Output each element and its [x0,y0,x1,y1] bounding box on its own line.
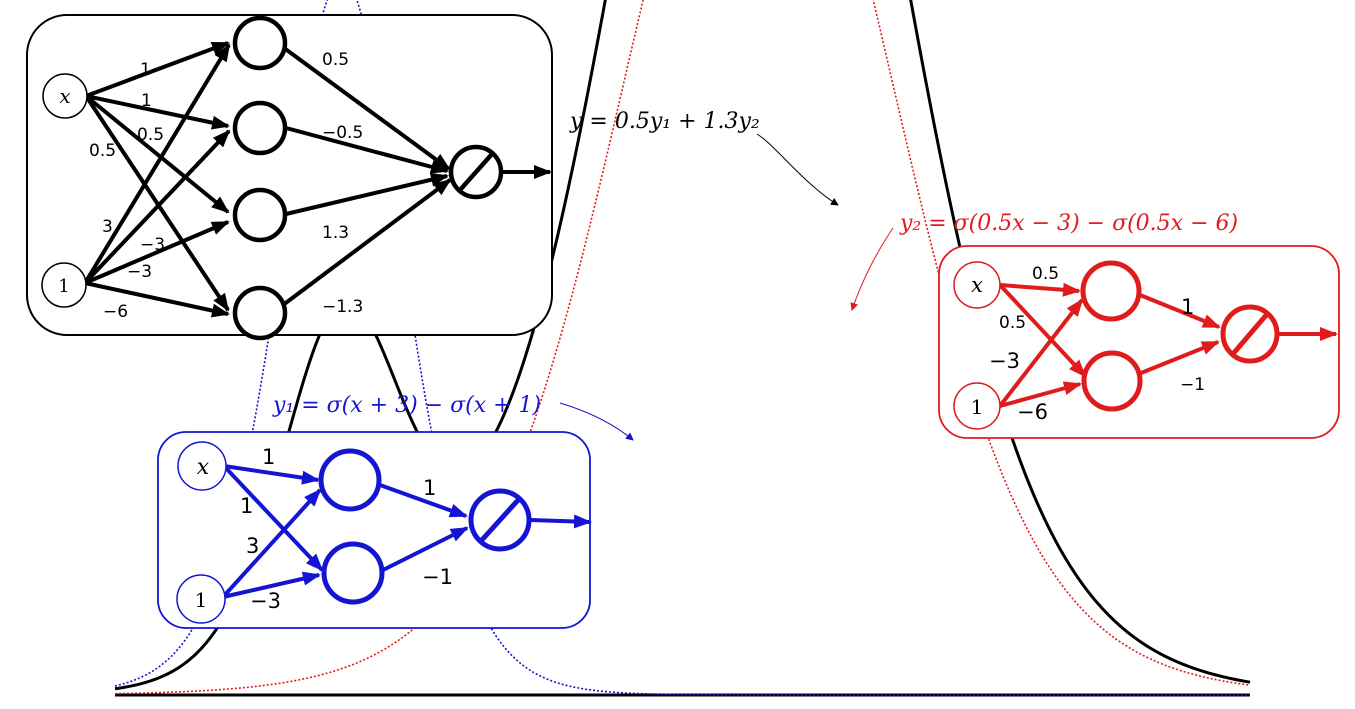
formula-y1-pointer [559,402,634,441]
edge-x-h4 [84,94,230,312]
hidden-node-2 [321,541,385,605]
network-y2-frame [938,245,1340,439]
input-x-node [42,73,88,119]
edge-b-h1 [221,488,322,599]
weight-x-h2: 1 [240,494,253,518]
edge-h3-out [285,172,449,216]
weight-b-h4: −6 [103,302,128,322]
weight-x-h2: 0.5 [999,313,1026,333]
weight-h3-out: 1.3 [322,223,349,243]
weight-h1-out: 1 [1181,295,1194,319]
edge-b-h4 [84,281,230,318]
input-bias-label: 1 [195,588,208,612]
output-arrow [530,514,592,529]
weight-x-h2: 1 [141,91,152,111]
weight-x-h1: 1 [262,445,275,469]
edge-x-h2 [998,283,1087,378]
output-node-slash [1230,311,1270,357]
edge-h2-out [1140,340,1220,375]
weight-b-h1: 3 [102,217,113,237]
input-bias-node [176,574,226,624]
network-y1-frame [157,431,591,629]
edge-b-h2 [83,129,231,285]
hidden-node-4 [232,285,288,341]
weight-b-h2: −3 [140,235,165,255]
edge-x-h2 [222,464,324,572]
weight-b-h2: −6 [1017,400,1048,424]
network-y2: x 1 0.5 0.5 −3 −6 1 −1 [938,245,1340,439]
formula-y-pointer [756,133,839,206]
input-bias-label: 1 [58,276,69,297]
weight-h1-out: 0.5 [322,50,349,70]
weight-h4-out: −1.3 [322,297,363,317]
weight-h2-out: −1 [422,565,453,589]
edge-b-h2 [222,571,321,599]
input-x-label: x [59,84,70,108]
output-node-slash [479,497,521,543]
edge-h1-out [1139,293,1221,329]
formula-y1: y₁ = σ(x + 3) − σ(x + 1) [272,393,541,418]
hidden-node-1 [1080,260,1142,322]
edge-x-h1 [223,464,320,485]
hidden-node-2 [1081,350,1143,412]
weight-b-h1: −3 [989,349,1020,373]
weight-h2-out: −1 [1180,375,1205,395]
weight-b-h1: 3 [246,534,259,558]
edge-x-h2 [85,94,230,130]
edge-h2-out [285,126,449,174]
y-combined-curve [114,0,1251,691]
edge-x-h1 [999,282,1081,297]
weight-x-h3: 0.5 [137,125,164,145]
weight-x-h1: 0.5 [1032,264,1059,284]
input-x-node [953,261,1001,309]
formula-y: y = 0.5y₁ + 1.3y₂ [569,109,760,134]
network-y1: x 1 1 1 3 −3 1 −1 [157,431,592,629]
input-bias-node [953,382,1001,430]
formula-y2-pointer [850,227,894,311]
combined-network-frame [26,14,553,336]
weight-x-h1: 1 [140,60,151,80]
edge-b-h2 [999,381,1082,408]
input-x-label: x [971,273,983,297]
formula-y2: y₂ = σ(0.5x − 3) − σ(0.5x − 6) [899,211,1238,236]
edge-x-h3 [84,94,230,214]
edge-h1-out [379,483,468,518]
input-x-label: x [197,455,210,480]
edge-b-h1 [998,298,1084,408]
weight-h2-out: −0.5 [322,123,363,143]
hidden-node-1 [232,15,288,71]
hidden-node-1 [318,448,382,512]
weight-b-h2: −3 [250,589,281,613]
weight-x-h4: 0.5 [89,141,116,161]
weight-b-h3: −3 [127,262,152,282]
input-bias-node [41,262,87,308]
combined-network: x 1 1 1 0.5 0.5 3 −3 −3 −6 0.5 −0.5 1.3 … [26,14,553,341]
edge-h2-out [382,526,469,572]
weight-h1-out: 1 [423,476,436,500]
edge-b-h1 [83,43,231,285]
edge-x-h1 [85,41,230,98]
hidden-node-2 [232,100,288,156]
edge-h4-out [281,178,452,307]
edge-h1-out [282,46,451,171]
edge-b-h3 [84,220,230,285]
input-bias-label: 1 [971,395,984,419]
output-node-slash [458,152,494,192]
hidden-node-3 [232,187,288,243]
input-x-node [177,441,227,491]
